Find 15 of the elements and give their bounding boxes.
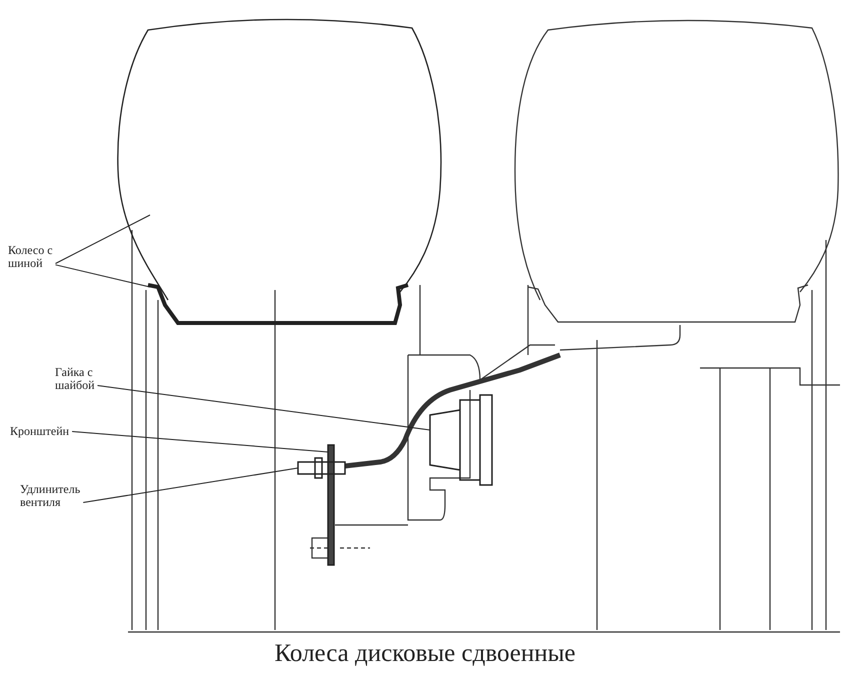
leader-line (97, 385, 430, 430)
leader-line (55, 214, 150, 264)
nut-drawing (429, 394, 493, 486)
caption: Колеса дисковые сдвоенные (273, 640, 577, 668)
part-label: Кронштейн (10, 425, 110, 438)
leader-line (72, 431, 328, 452)
leader-line (82, 468, 298, 503)
part-label: Колесо с шиной (8, 244, 60, 270)
bracket-plate (327, 444, 335, 566)
part-label: Удлинитель вентиля (20, 483, 110, 509)
leader-line (55, 264, 150, 288)
tire-drawing (117, 18, 442, 300)
valve-extension-drawing (297, 457, 346, 479)
part-label: Гайка с шайбой (55, 366, 110, 392)
rim-drawing (148, 283, 409, 325)
